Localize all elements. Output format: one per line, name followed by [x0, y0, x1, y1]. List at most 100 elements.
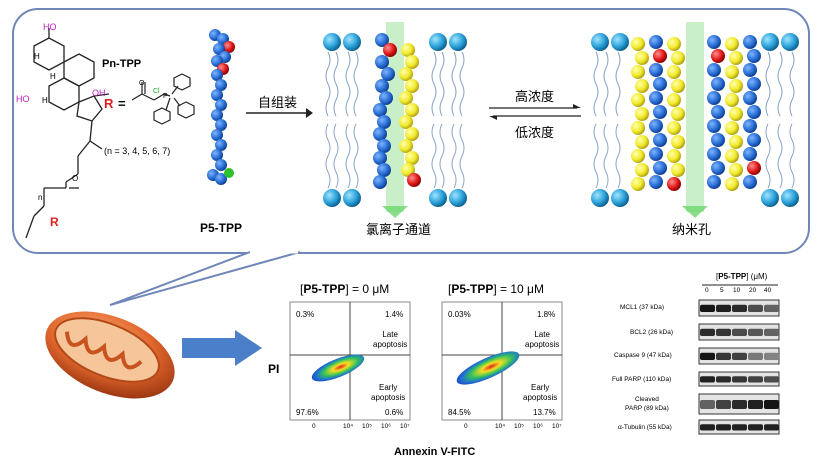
- ho-label-2: HO: [16, 94, 30, 104]
- tpp-structure-drawing: [131, 73, 195, 125]
- blot-band: [748, 304, 763, 312]
- blot-band: [716, 304, 731, 312]
- mitochondrion-illustration: [45, 311, 175, 399]
- blot-band: [764, 400, 779, 409]
- xtick: 10⁷: [400, 423, 410, 430]
- flow-panel-1-ul: 0.3%: [296, 310, 315, 319]
- low-concentration-label: 低浓度: [515, 126, 555, 141]
- xtick: 10⁷: [552, 423, 562, 430]
- xtick: 10⁴: [495, 423, 506, 430]
- o-label: O: [72, 174, 79, 183]
- flow-x-axis-label: Annexin V-FITC: [394, 446, 476, 458]
- nanopore-label: 纳米孔: [672, 223, 712, 238]
- monomer-label: P5-TPP: [200, 221, 243, 235]
- blot-band: [700, 328, 715, 336]
- big-right-arrow: [182, 330, 262, 366]
- h-label-2: H: [50, 72, 56, 81]
- phosphonium-p: P: [163, 93, 168, 100]
- blot-band: [732, 376, 747, 383]
- flow-panel-2-ul: 0.03%: [448, 310, 471, 319]
- xtick: 10⁶: [381, 423, 391, 430]
- nanopore-model: [591, 22, 799, 218]
- flow-y-axis-label: PI: [268, 362, 280, 376]
- r-group-label: R: [104, 96, 114, 111]
- n-subscript: n: [38, 193, 43, 202]
- blot-band: [700, 352, 715, 360]
- blot-band: [764, 352, 779, 360]
- blot-band: [764, 328, 779, 336]
- flow-panel-2-plot: [441, 301, 563, 421]
- steroid-structure-drawing: [25, 28, 110, 239]
- blot-band: [716, 400, 731, 409]
- blot-band: [732, 304, 747, 312]
- flow-panel-2-early-label: Early apoptosis: [523, 383, 558, 402]
- conc-label: 40: [764, 287, 772, 294]
- equilibrium-arrows: [489, 104, 581, 120]
- channel-label: 氯离子通道: [366, 223, 432, 238]
- flow-panel-1-ll: 97.6%: [296, 408, 319, 417]
- pn-tpp-title: Pn-TPP: [102, 58, 142, 70]
- blot-band: [764, 424, 779, 431]
- ho-label: HO: [43, 22, 57, 32]
- flow-panel-2-ll: 84.5%: [448, 408, 471, 417]
- western-header: [P5-TPP] (μM): [716, 272, 768, 281]
- xtick: 0: [464, 423, 468, 430]
- blot-band: [732, 328, 747, 336]
- flow-panel-1-lr: 0.6%: [385, 408, 404, 417]
- flow-panel-2-late-label: Late apoptosis: [525, 330, 560, 349]
- band-label: Cleaved PARP (89 kDa): [625, 396, 669, 412]
- blot-band: [764, 376, 779, 383]
- band-label: Caspase 9 (47 kDa): [614, 352, 672, 359]
- band-label: Full PARP (110 kDa): [612, 376, 672, 383]
- flow-panel-1-early-label: Early apoptosis: [371, 383, 406, 402]
- blot-band: [748, 400, 763, 409]
- blot-band: [700, 424, 715, 431]
- high-concentration-label: 高浓度: [515, 90, 555, 105]
- oh-label: OH: [92, 88, 106, 98]
- western-header-line: [702, 284, 778, 286]
- p5-tpp-monomer-model: [207, 29, 235, 185]
- blot-band: [732, 424, 747, 431]
- blot-band: [716, 376, 731, 383]
- band-label: α-Tubulin (55 kDa): [618, 424, 672, 431]
- blot-band: [716, 352, 731, 360]
- blot-band: [700, 376, 715, 383]
- xtick: 10⁵: [362, 423, 372, 430]
- equals-sign: =: [118, 96, 126, 111]
- conc-label: 10: [733, 287, 741, 294]
- xtick: 10⁵: [514, 423, 524, 430]
- blot-band: [732, 400, 747, 409]
- h-label-3: H: [42, 96, 48, 105]
- self-assembly-label: 自组装: [258, 96, 298, 111]
- blot-band: [748, 352, 763, 360]
- self-assembly-arrow: [246, 108, 313, 118]
- blot-band: [700, 304, 715, 312]
- n-values-note: (n = 3, 4, 5, 6, 7): [104, 146, 171, 156]
- flow-panel-1-plot: [289, 301, 411, 421]
- h-label-1: H: [34, 52, 40, 61]
- flow-panel-2-lr: 13.7%: [533, 408, 556, 417]
- blot-band: [748, 376, 763, 383]
- chloride-channel-model: [323, 22, 467, 218]
- conc-label: 20: [749, 287, 757, 294]
- western-blot-bands: [698, 299, 780, 435]
- flow-panel-1-title: [P5-TPP] = 0 μM: [300, 282, 390, 296]
- xtick: 10⁶: [533, 423, 543, 430]
- band-label: BCL2 (26 kDa): [630, 329, 673, 336]
- cl-counterion: Cl: [153, 88, 160, 95]
- conc-label: 5: [720, 287, 724, 294]
- r-group-bottom: R: [50, 215, 59, 229]
- xtick: 10⁴: [343, 423, 354, 430]
- blot-band: [700, 400, 715, 409]
- flow-panel-1-late-label: Late apoptosis: [373, 330, 408, 349]
- conc-label: 0: [705, 287, 709, 294]
- carbonyl-o: O: [139, 80, 145, 87]
- flow-panel-2-title: [P5-TPP] = 10 μM: [448, 282, 544, 296]
- blot-band: [732, 352, 747, 360]
- blot-band: [764, 304, 779, 312]
- blot-band: [748, 328, 763, 336]
- blot-band: [716, 328, 731, 336]
- band-label: MCL1 (37 kDa): [620, 304, 665, 311]
- flow-panel-2-ur: 1.8%: [537, 310, 556, 319]
